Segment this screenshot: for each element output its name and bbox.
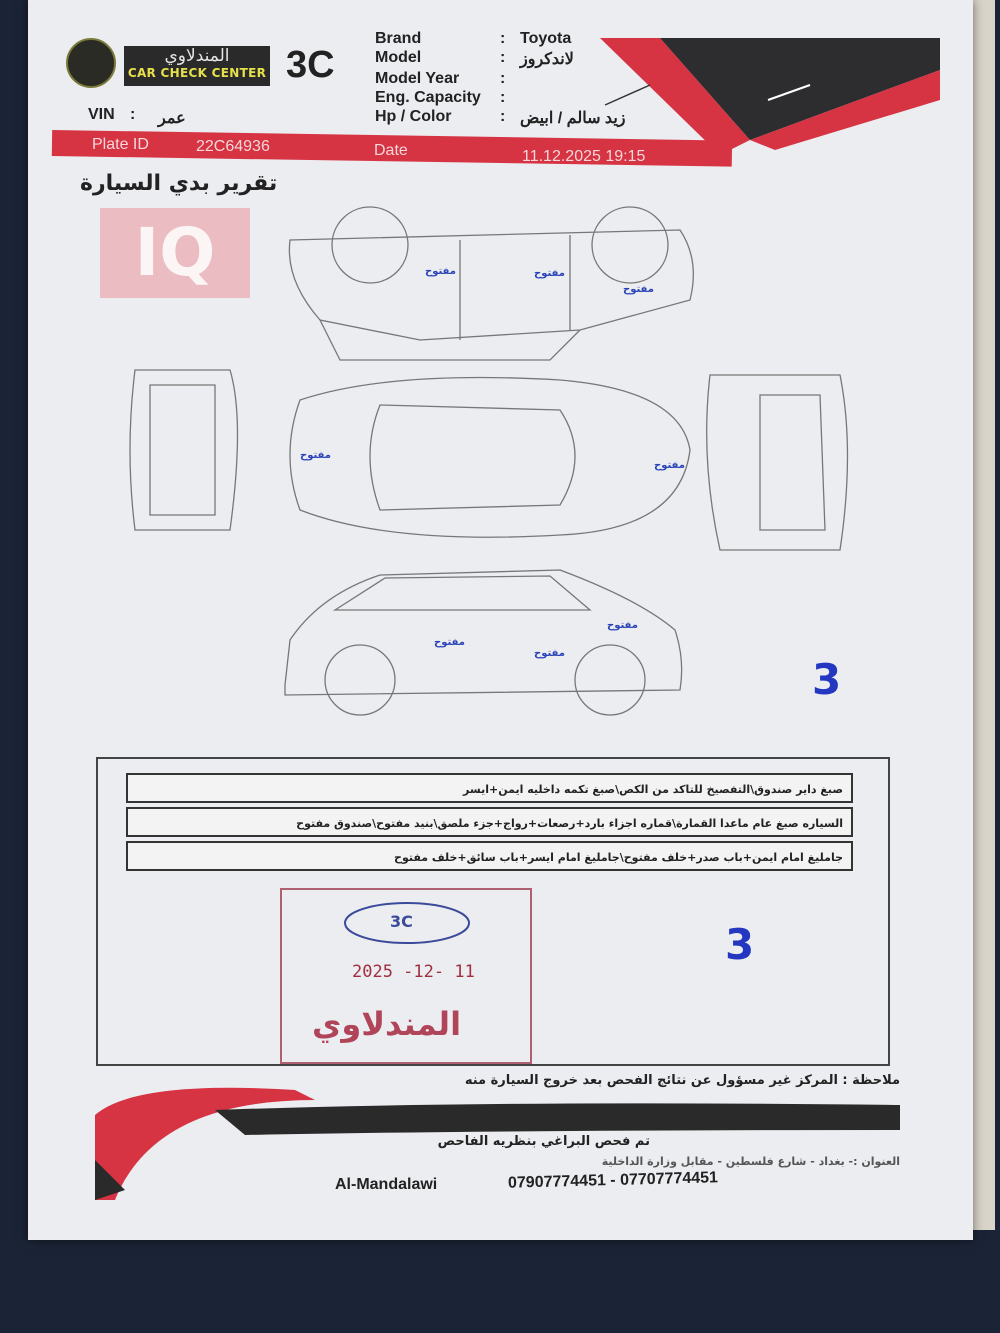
open-mark: مفتوح xyxy=(623,284,654,295)
vin-label: VIN xyxy=(88,106,115,123)
open-mark: مفتوح xyxy=(434,637,465,648)
field-value: لاندكروز xyxy=(520,51,574,68)
stamp-score: 3 xyxy=(725,920,755,969)
field-label: Model Year xyxy=(375,70,460,87)
footer-decoration xyxy=(95,1087,900,1200)
footer-brand: Al-Mandalawi xyxy=(335,1176,438,1193)
plate-value: 22C64936 xyxy=(196,138,270,155)
field-value xyxy=(520,70,626,88)
plate-label: Plate ID xyxy=(92,136,149,153)
car-body-diagram xyxy=(129,206,849,716)
car-top-side-view xyxy=(288,206,694,361)
field-value xyxy=(520,89,626,107)
date-label: Date xyxy=(374,142,408,159)
vin-value: عمر xyxy=(158,110,186,127)
open-mark: مفتوح xyxy=(607,620,638,631)
field-value: Toyota xyxy=(520,30,572,47)
disclaimer: ملاحظة : المركز غير مسؤول عن نتائج الفحص… xyxy=(464,1073,900,1088)
open-mark: مفتوح xyxy=(300,450,331,461)
field-label: Brand xyxy=(375,30,422,47)
field-label: Hp / Color xyxy=(375,108,452,125)
open-mark: مفتوح xyxy=(534,648,565,659)
logo-3c: 3C xyxy=(286,44,335,86)
notes-box: صبغ داير صندوق\التفصيخ للتاكد من الكص\صب… xyxy=(96,757,890,1066)
header-decoration xyxy=(600,38,940,155)
field-value: زيد سالم / ابيض xyxy=(520,110,626,127)
logo: المندلاوي CAR CHECK CENTER xyxy=(124,46,270,86)
open-mark: مفتوح xyxy=(425,266,456,277)
stamp-date: 2025 -12- 11 xyxy=(352,962,475,982)
address: العنوان :- بغداد - شارع فلسطين - مقابل و… xyxy=(601,1155,900,1168)
field-label: Eng. Capacity xyxy=(375,89,481,106)
car-right-side-view xyxy=(284,569,683,716)
date-value: 11.12.2025 19:15 xyxy=(522,148,646,165)
car-front-view xyxy=(129,369,239,531)
note-row: السياره صبغ عام ماعدا القمارة\قماره اجزا… xyxy=(126,807,853,837)
stamp-logo: 3C xyxy=(390,912,413,931)
stamp-name: المندلاوي xyxy=(312,1005,462,1043)
watermark: IQ xyxy=(100,208,250,298)
note-row: صبغ داير صندوق\التفصيخ للتاكد من الكص\صب… xyxy=(126,773,853,803)
field-label: Model xyxy=(375,49,422,66)
report-title: تقرير بدي السيارة xyxy=(80,171,278,196)
open-mark: مفتوح xyxy=(654,460,685,471)
stamp-car-logo xyxy=(344,902,470,944)
car-rear-view xyxy=(706,374,849,551)
logo-arabic: المندلاوي xyxy=(164,46,230,66)
diagram-score: 3 xyxy=(812,655,842,704)
inspection-report xyxy=(28,0,973,1240)
vehicle-fields: Brand:Toyota Model:لاندكروز Model Year: … xyxy=(375,30,626,127)
inspection-note: تم فحص البراغي بنظريه الفاحص xyxy=(437,1134,650,1149)
car-roof-view xyxy=(289,376,691,538)
note-row: جامليغ امام ايمن+باب صدر+خلف مفتوح\جاملي… xyxy=(126,841,853,871)
logo-emblem xyxy=(66,38,116,88)
stamp: 3C 2025 -12- 11 المندلاوي xyxy=(280,888,532,1064)
open-mark: مفتوح xyxy=(534,268,565,279)
logo-english: CAR CHECK CENTER xyxy=(127,66,267,80)
